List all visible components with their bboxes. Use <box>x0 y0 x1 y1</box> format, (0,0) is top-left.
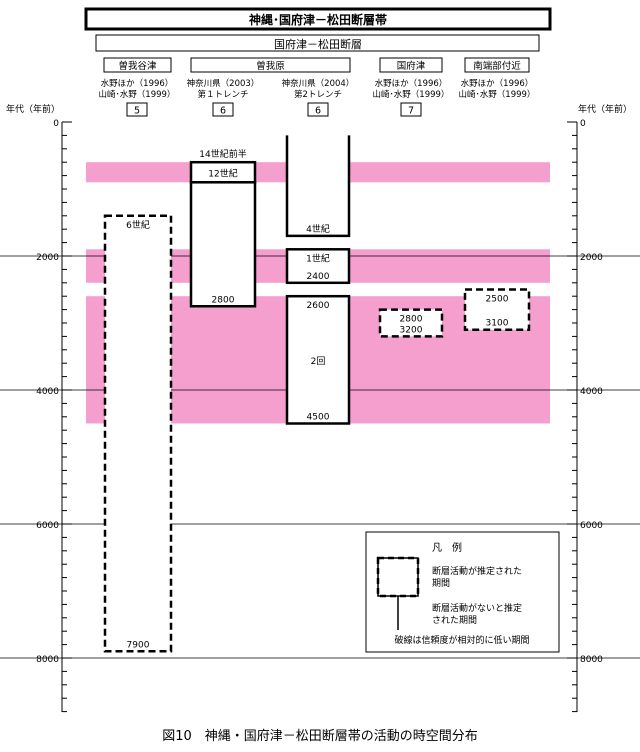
legend-note: 破線は信頼度が相対的に低い期間 <box>394 634 529 646</box>
column-number-box <box>212 102 234 117</box>
site-group-box <box>379 57 443 73</box>
period-label: 2400 <box>307 272 330 282</box>
legend-dashed-label-2: 期間 <box>432 578 450 589</box>
column-number: 5 <box>134 106 140 117</box>
tick-label-right: 8000 <box>580 655 603 665</box>
column-number: 7 <box>408 106 414 117</box>
period-label: 2600 <box>307 301 330 311</box>
tick-label-right: 0 <box>580 119 586 129</box>
column-reference: 水野ほか（1996） <box>461 78 534 89</box>
period-box-solid <box>189 181 257 308</box>
column-reference: 第１トレンチ <box>197 89 248 100</box>
period-label: 14世紀前半 <box>199 148 246 160</box>
column-number: 6 <box>220 106 226 117</box>
site-group-box <box>103 57 172 73</box>
column-number-box <box>126 102 148 117</box>
legend-solid-label-2: された期間 <box>432 615 477 626</box>
site-group-name: 曽我谷津 <box>118 60 157 72</box>
column-reference: 神奈川県（2003） <box>187 78 260 89</box>
period-box-solid <box>285 294 351 425</box>
figure-caption: 図10 神縄・国府津－松田断層帯の活動の時空間分布 <box>162 729 478 744</box>
period-label: 4500 <box>307 413 330 423</box>
column-reference: 山崎･水野（1999） <box>99 89 176 100</box>
period-box-solid <box>285 248 351 285</box>
right-axis-label: 年代（年前） <box>578 103 632 115</box>
tick-label-left: 2000 <box>36 253 59 263</box>
period-label: 2800 <box>212 295 235 305</box>
period-label: 3200 <box>400 325 423 335</box>
period-box-dashed <box>378 308 444 338</box>
column-number-box <box>400 102 422 117</box>
column-reference: 山崎･水野（1999） <box>373 89 450 100</box>
period-label: 3100 <box>486 319 509 329</box>
column-number-box <box>307 102 329 117</box>
legend-solid-label-1: 断層活動がないと推定 <box>432 602 522 614</box>
sub-title: 国府津－松田断層 <box>274 37 362 51</box>
main-title-box <box>84 7 552 31</box>
period-box-dashed <box>463 288 531 331</box>
site-group-name: 国府津 <box>397 60 426 72</box>
legend-title: 凡 例 <box>432 541 462 554</box>
tick-label-left: 8000 <box>36 655 59 665</box>
activity-period: 2500 3100 <box>463 288 531 331</box>
site-group-name: 南端部付近 <box>473 60 521 72</box>
left-axis-label: 年代（年前） <box>6 103 60 115</box>
activity-period: 14世紀前半 12世紀 <box>189 148 257 184</box>
period-label: 6世紀 <box>126 219 150 231</box>
tick-label-right: 6000 <box>580 521 603 531</box>
tick-label-left: 6000 <box>36 521 59 531</box>
activity-period: 2600 2回 4500 <box>285 294 351 425</box>
column-headers: 曽我谷津曽我原国府津南端部付近水野ほか（1996）山崎･水野（1999）5神奈川… <box>99 57 536 117</box>
tick-label-left: 0 <box>53 119 59 129</box>
column-reference: 水野ほか（1996） <box>375 78 448 89</box>
tick-label-right: 2000 <box>580 253 603 263</box>
main-title: 神縄･国府津－松田断層帯 <box>249 12 387 27</box>
site-group-box <box>464 57 530 73</box>
tick-label-right: 4000 <box>580 387 603 397</box>
legend-box <box>365 531 560 653</box>
period-box-open-top <box>285 135 351 238</box>
activity-periods: 6世紀 7900 14世紀前半 12世紀 2800 4世紀 1世紀 2400 2600 2回 450… <box>103 135 531 653</box>
site-group-name: 曽我原 <box>256 60 285 72</box>
column-reference: 神奈川県（2004） <box>282 78 355 89</box>
period-box-dashed <box>103 214 173 653</box>
column-reference: 水野ほか（1996） <box>101 78 174 89</box>
period-label: 2500 <box>486 295 509 305</box>
legend-dashed-label-1: 断層活動が推定された <box>432 565 522 577</box>
column-reference: 第2トレンチ <box>294 89 342 100</box>
period-label: 1世紀 <box>306 252 330 264</box>
activity-period: 6世紀 7900 <box>103 214 173 653</box>
column-number: 6 <box>315 106 321 117</box>
period-label: 2回 <box>311 356 326 367</box>
period-box-fill <box>287 135 349 236</box>
period-label: 7900 <box>127 640 150 650</box>
activity-period: 2800 <box>189 181 257 308</box>
period-label: 12世紀 <box>208 167 237 179</box>
legend: 凡 例 断層活動が推定された 期間 断層活動がないと推定 された期間 破線は信頼… <box>365 531 560 653</box>
sub-title-box <box>95 34 540 52</box>
site-group-box <box>190 57 351 73</box>
activity-period: 1世紀 2400 <box>285 248 351 285</box>
period-label: 2800 <box>400 315 423 325</box>
tick-label-left: 4000 <box>36 387 59 397</box>
activity-period: 4世紀 <box>285 135 351 238</box>
period-label: 4世紀 <box>306 223 330 235</box>
column-reference: 山崎･水野（1999） <box>459 89 536 100</box>
